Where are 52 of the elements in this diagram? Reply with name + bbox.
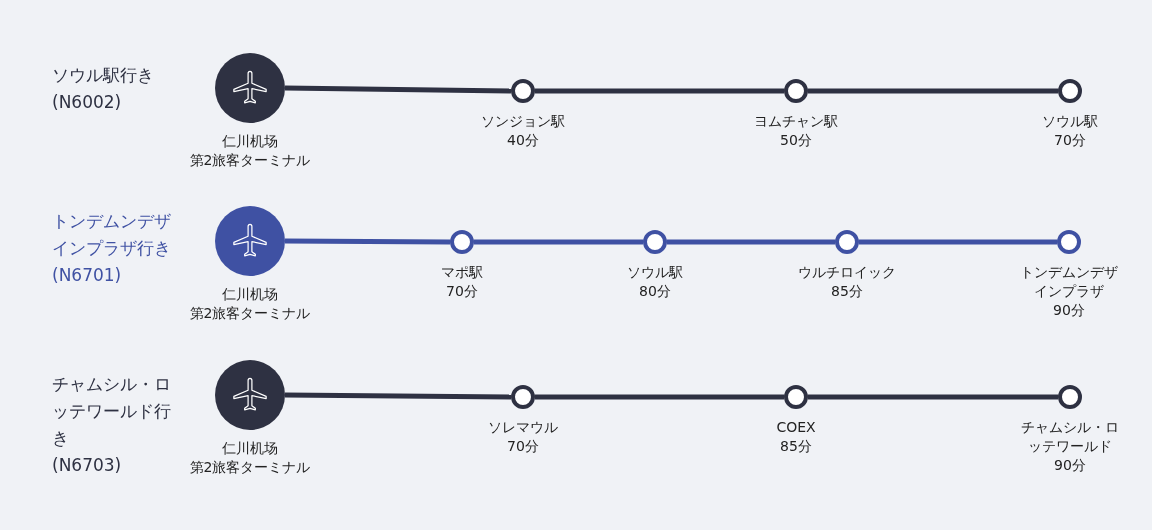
route-line	[535, 88, 784, 94]
station-circle	[511, 79, 535, 103]
station-circle	[1058, 385, 1082, 409]
station-name: チャムシル・ロッテワールド	[1020, 418, 1120, 456]
route-line	[284, 392, 512, 400]
travel-time: 90分	[1052, 301, 1086, 320]
station-name: マポ駅	[440, 263, 484, 282]
airport-label: 仁川机场	[222, 132, 278, 151]
travel-time: 70分	[445, 282, 479, 301]
station-name: ウルチロイック	[797, 263, 897, 282]
route-line	[535, 394, 784, 400]
station-circle	[784, 79, 808, 103]
travel-time: 80分	[638, 282, 672, 301]
station-circle	[511, 385, 535, 409]
travel-time: 70分	[506, 437, 540, 456]
route-line	[284, 85, 512, 94]
travel-time: 85分	[830, 282, 864, 301]
airport-label: 第2旅客ターミナル	[189, 151, 311, 170]
route-line	[285, 238, 450, 245]
travel-time: 85分	[779, 437, 813, 456]
station-name: ソウル駅	[626, 263, 684, 282]
station-circle	[835, 230, 859, 254]
station-name: ソンジョン駅	[480, 112, 566, 131]
travel-time: 50分	[779, 131, 813, 150]
airport-label: 第2旅客ターミナル	[189, 304, 311, 323]
route-line	[859, 239, 1057, 245]
route-number: (N6701)	[52, 264, 123, 287]
route-number: (N6002)	[52, 91, 123, 114]
route-line	[667, 239, 835, 245]
station-name: ソウル駅	[1041, 112, 1099, 131]
station-name: ソレマウル	[487, 418, 559, 437]
travel-time: 90分	[1053, 456, 1087, 475]
station-circle	[450, 230, 474, 254]
route-line	[808, 88, 1058, 94]
station-name: COEX	[775, 418, 817, 437]
airport-label: 仁川机场	[222, 285, 278, 304]
route-title: チャムシル・ロッテワールド行き	[52, 373, 172, 450]
airport-label: 仁川机场	[222, 439, 278, 458]
station-circle	[784, 385, 808, 409]
station-circle	[1057, 230, 1081, 254]
station-name: ヨムチャン駅	[753, 112, 839, 131]
station-name: トンデムンデザインプラザ	[1019, 263, 1119, 301]
travel-time: 70分	[1053, 131, 1087, 150]
route-line	[474, 239, 643, 245]
route-title: ソウル駅行き	[52, 64, 155, 87]
station-circle	[1058, 79, 1082, 103]
route-number: (N6703)	[52, 454, 123, 477]
station-circle	[643, 230, 667, 254]
airport-label: 第2旅客ターミナル	[189, 458, 311, 477]
travel-time: 40分	[506, 131, 540, 150]
route-line	[808, 394, 1058, 400]
route-title: トンデムンデザインプラザ行き	[52, 210, 172, 260]
